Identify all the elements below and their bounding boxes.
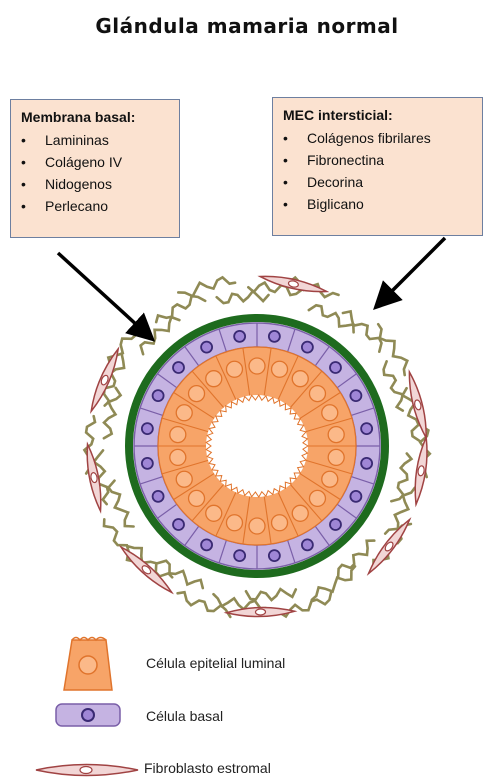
collagen-fiber	[246, 589, 296, 600]
basal-nucleus	[330, 362, 341, 373]
luminal-nucleus	[322, 471, 338, 487]
luminal-nucleus	[176, 471, 192, 487]
legend-basal-icon	[56, 704, 120, 726]
legend-luminal-nucleus	[79, 656, 97, 674]
luminal-nucleus	[272, 361, 288, 377]
luminal-nucleus	[189, 386, 205, 402]
basal-nucleus	[153, 390, 164, 401]
luminal-nucleus	[328, 449, 344, 465]
fibroblast-nucleus	[141, 564, 152, 575]
luminal-nucleus	[309, 386, 325, 402]
collagen-fiber	[217, 291, 269, 303]
luminal-nucleus	[292, 371, 308, 387]
legend-basal-label: Célula basal	[146, 708, 223, 724]
luminal-nucleus	[292, 505, 308, 521]
luminal-nucleus	[170, 427, 186, 443]
luminal-nucleus	[309, 490, 325, 506]
legend-icons	[36, 638, 138, 776]
luminal-nucleus	[226, 361, 242, 377]
fibroblast	[405, 371, 431, 439]
luminal-nucleus	[322, 405, 338, 421]
collagen-fiber	[312, 566, 355, 599]
luminal-cell-layer	[158, 347, 356, 545]
luminal-nucleus	[170, 449, 186, 465]
basal-nucleus	[361, 423, 372, 434]
luminal-nucleus	[206, 371, 222, 387]
basal-nucleus	[142, 458, 153, 469]
basal-nucleus	[361, 458, 372, 469]
collagen-fiber	[378, 324, 407, 375]
basal-nucleus	[153, 491, 164, 502]
legend-luminal-label: Célula epitelial luminal	[146, 655, 285, 671]
fibroblast-nucleus	[255, 609, 265, 615]
basal-nucleus	[201, 342, 212, 353]
basal-nucleus	[173, 362, 184, 373]
legend-luminal-icon	[64, 638, 112, 691]
legend-fibroblast-icon	[36, 765, 138, 776]
collagen-fiber	[156, 296, 205, 322]
legend-fibroblast-label: Fibroblasto estromal	[144, 760, 271, 776]
luminal-nucleus	[272, 515, 288, 531]
luminal-nucleus	[176, 405, 192, 421]
lumen	[206, 395, 308, 497]
collagen-fiber	[178, 277, 235, 296]
legend-fibroblast-nucleus	[80, 767, 92, 774]
luminal-nucleus	[206, 505, 222, 521]
luminal-nucleus	[249, 358, 265, 374]
legend-basal-nucleus	[82, 709, 94, 721]
fibroblast	[365, 517, 413, 577]
luminal-nucleus	[249, 518, 265, 534]
basal-nucleus	[173, 519, 184, 530]
collagen-fiber	[384, 361, 403, 410]
basal-nucleus	[350, 491, 361, 502]
basal-nucleus	[302, 539, 313, 550]
basement-membrane-arrow	[58, 253, 150, 337]
collagen-fiber	[104, 519, 142, 561]
pointer-arrows	[58, 238, 445, 337]
collagen-fiber	[109, 481, 134, 527]
fibroblast-nucleus	[384, 541, 395, 553]
fibroblast	[87, 347, 122, 413]
luminal-nucleus	[328, 427, 344, 443]
luminal-nucleus	[189, 490, 205, 506]
basal-nucleus	[269, 331, 280, 342]
luminal-nucleus	[226, 515, 242, 531]
basal-nucleus	[350, 390, 361, 401]
basal-nucleus	[234, 550, 245, 561]
basal-nucleus	[330, 519, 341, 530]
fibroblast	[118, 544, 175, 596]
collagen-fiber	[343, 311, 382, 351]
basal-nucleus	[234, 331, 245, 342]
basal-nucleus	[269, 550, 280, 561]
basal-nucleus	[142, 423, 153, 434]
fibroblast	[412, 437, 431, 506]
interstitial-ecm-arrow	[378, 238, 445, 305]
basal-nucleus	[302, 342, 313, 353]
basal-nucleus	[201, 539, 212, 550]
